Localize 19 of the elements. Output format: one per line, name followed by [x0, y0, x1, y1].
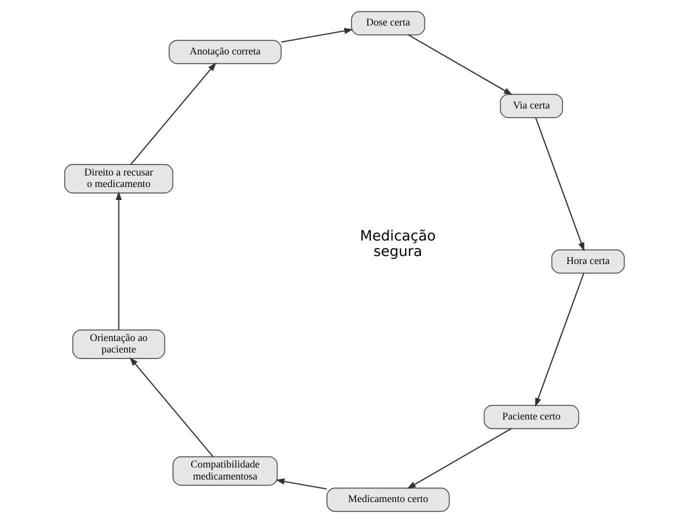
- node-box: Via certa: [499, 93, 562, 118]
- arrow: [130, 62, 216, 164]
- node-box: Hora certa: [550, 248, 624, 274]
- arrow: [534, 116, 584, 251]
- arrow: [129, 356, 214, 457]
- node-box: Orientação ao paciente: [72, 329, 165, 358]
- node-box: Paciente certo: [483, 404, 579, 429]
- arrow: [275, 478, 326, 489]
- arrow: [534, 272, 584, 406]
- node-box: Medicamento certo: [326, 487, 450, 512]
- arrow: [280, 27, 353, 42]
- node-box: Anotação correta: [168, 39, 282, 64]
- node-box: Dose certa: [350, 10, 425, 35]
- node-box: Direito a recusar o medicamento: [64, 164, 173, 193]
- node-box: Compatibilidade medicamentosa: [172, 456, 278, 486]
- arrow: [408, 34, 512, 95]
- label: Medicação segura: [359, 228, 436, 260]
- arrow: [115, 190, 122, 330]
- arrow: [406, 428, 511, 488]
